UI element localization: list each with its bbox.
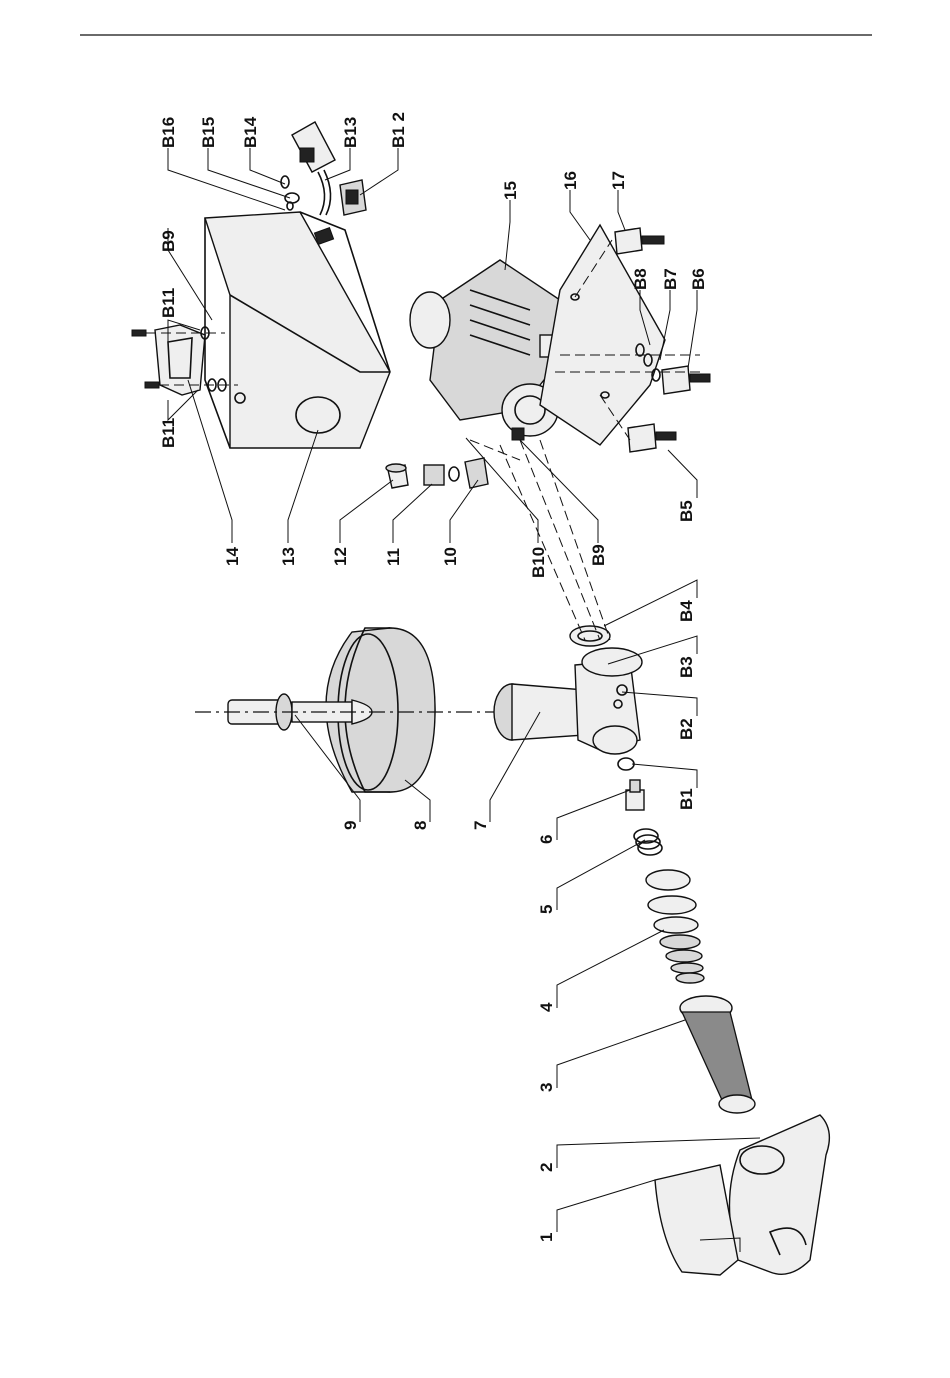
label-part-8: 8 (411, 821, 430, 830)
part-5-spring (634, 829, 662, 855)
part-11-switch-body (424, 465, 444, 485)
label-part-b9-lower: B9 (589, 544, 608, 566)
label-part-b2: B2 (677, 718, 696, 740)
label-part-b8: B8 (631, 268, 650, 290)
label-part-17: 17 (609, 171, 628, 190)
label-part-7: 7 (471, 821, 490, 830)
label-part-12: 12 (331, 547, 350, 566)
label-part-b12: B1 2 (389, 112, 408, 148)
label-part-b7: B7 (661, 268, 680, 290)
part-b12-switch (340, 180, 366, 215)
label-part-10: 10 (441, 547, 460, 566)
part-1-deflector (655, 1165, 740, 1275)
part-15-motor (410, 260, 570, 440)
label-part-15: 15 (501, 181, 520, 200)
label-part-b6: B6 (689, 268, 708, 290)
label-part-b11-upper: B11 (159, 288, 178, 318)
part-3-sieve-cone (680, 996, 755, 1113)
label-part-b10: B10 (529, 547, 548, 578)
label-part-b5: B5 (677, 500, 696, 522)
part-16-base-plate (540, 225, 665, 445)
part-17-foot (615, 228, 664, 254)
label-part-5: 5 (537, 905, 556, 914)
part-13-housing (205, 212, 390, 448)
label-part-2: 2 (537, 1163, 556, 1172)
label-part-3: 3 (537, 1083, 556, 1092)
label-part-6: 6 (537, 835, 556, 844)
part-b5-foot (628, 424, 676, 452)
label-part-9: 9 (341, 821, 360, 830)
label-part-b16: B16 (159, 117, 178, 148)
label-part-1: 1 (537, 1233, 556, 1242)
part-7-grinder-head (494, 648, 642, 754)
label-part-b3: B3 (677, 656, 696, 678)
part-b1-washer (618, 758, 634, 770)
label-part-b11-lower: B11 (159, 418, 178, 448)
part-12-knob (386, 464, 408, 488)
label-part-16: 16 (561, 171, 580, 190)
label-part-4: 4 (537, 1002, 556, 1012)
label-part-b14: B14 (241, 116, 260, 148)
part-6-shaft (626, 780, 644, 810)
part-4-worm-screw (646, 870, 704, 983)
part-10-switch-base (449, 458, 488, 488)
label-part-11: 11 (384, 548, 403, 566)
part-b14-b16-hardware (281, 176, 299, 210)
label-part-b9-upper: B9 (159, 230, 178, 252)
label-part-13: 13 (279, 547, 298, 566)
label-part-b13: B13 (341, 117, 360, 148)
label-part-14: 14 (223, 547, 242, 566)
label-part-b15: B15 (199, 117, 218, 148)
label-part-b1: B1 (677, 788, 696, 810)
label-part-b4: B4 (677, 600, 696, 622)
part-b4-ring (570, 626, 610, 646)
